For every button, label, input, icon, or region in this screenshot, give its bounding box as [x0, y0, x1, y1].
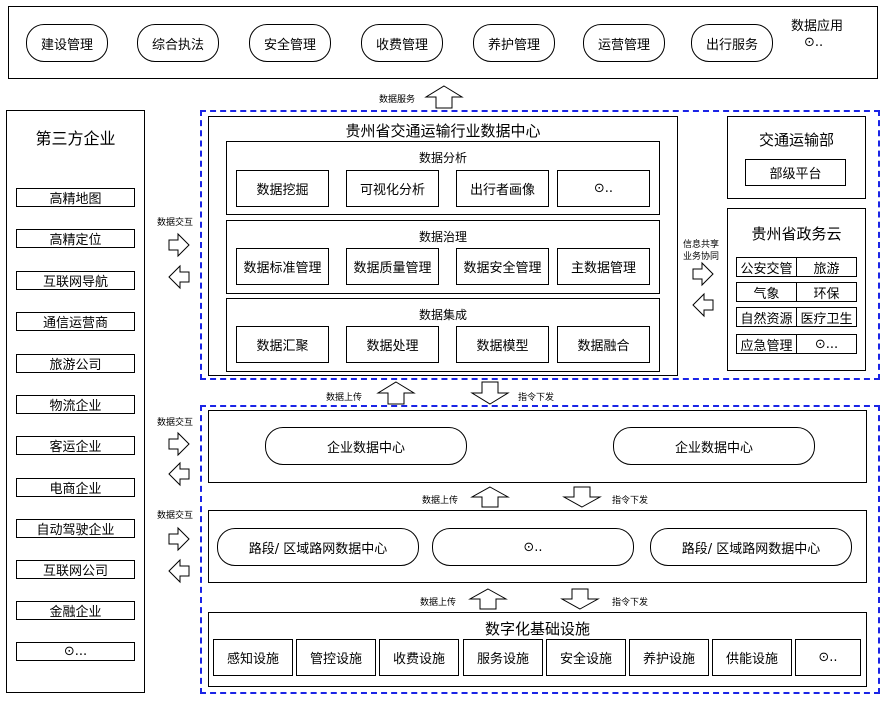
integration-title: 数据集成: [418, 308, 467, 322]
analysis-item-mining[interactable]: 数据挖掘: [236, 170, 329, 207]
command-label-1: 指令下发: [518, 393, 555, 403]
enterprise-data-center-2[interactable]: 企业数据中心: [613, 427, 815, 465]
app-more-ellipsis: ⊙..: [804, 35, 824, 50]
third-party-item-logistics[interactable]: 物流企业: [16, 395, 135, 414]
governance-item-quality[interactable]: 数据质量管理: [346, 248, 439, 285]
governance-item-master-data[interactable]: 主数据管理: [557, 248, 650, 285]
gov-cloud-emergency[interactable]: 应急管理: [736, 334, 797, 354]
app-item-maintenance[interactable]: 养护管理: [473, 24, 555, 62]
data-exchange-label-2: 数据交互: [157, 418, 194, 428]
analysis-item-more[interactable]: ⊙..: [557, 170, 650, 207]
ministry-panel: 交通运输部: [727, 116, 866, 199]
upload-up-arrow-3: [468, 588, 508, 610]
gov-cloud-health[interactable]: 医疗卫生: [796, 307, 857, 327]
exchange-right-arrow-3: [168, 526, 190, 552]
data-application-bar: 建设管理 综合执法 安全管理 收费管理 养护管理 运营管理 出行服务 数据应用 …: [8, 6, 878, 79]
data-service-label: 数据服务: [379, 95, 416, 105]
regional-data-center-2[interactable]: 路段/ 区域路网数据中心: [650, 528, 852, 566]
lower-dashed-region: [200, 405, 880, 694]
infra-item-service[interactable]: 服务设施: [463, 639, 543, 676]
ministry-platform[interactable]: 部级平台: [745, 159, 846, 186]
provincial-dashed-region: [200, 110, 880, 380]
governance-item-standards[interactable]: 数据标准管理: [236, 248, 329, 285]
exchange-left-arrow-3: [168, 558, 190, 584]
gov-cloud-weather[interactable]: 气象: [736, 282, 797, 302]
third-party-item-hd-positioning[interactable]: 高精定位: [16, 229, 135, 248]
command-down-arrow-1: [470, 381, 510, 405]
upload-label-2: 数据上传: [422, 496, 459, 506]
app-item-construction[interactable]: 建设管理: [26, 24, 108, 62]
regional-data-center-1[interactable]: 路段/ 区域路网数据中心: [217, 528, 419, 566]
exchange-right-arrow-2: [168, 431, 190, 457]
exchange-right-arrow-1: [168, 232, 190, 258]
third-party-item-tourism[interactable]: 旅游公司: [16, 354, 135, 373]
infra-item-safety[interactable]: 安全设施: [546, 639, 626, 676]
analysis-item-visualization[interactable]: 可视化分析: [346, 170, 439, 207]
third-party-item-internet-company[interactable]: 互联网公司: [16, 560, 135, 579]
command-down-arrow-3: [560, 588, 600, 610]
command-label-2: 指令下发: [612, 496, 649, 506]
app-item-safety[interactable]: 安全管理: [249, 24, 331, 62]
third-party-item-hd-map[interactable]: 高精地图: [16, 188, 135, 207]
third-party-item-telecom[interactable]: 通信运营商: [16, 312, 135, 331]
app-item-enforcement[interactable]: 综合执法: [137, 24, 219, 62]
gov-cloud-environment[interactable]: 环保: [796, 282, 857, 302]
gov-cloud-tourism[interactable]: 旅游: [796, 257, 857, 277]
integration-item-processing[interactable]: 数据处理: [346, 326, 439, 363]
third-party-title: 第三方企业: [35, 129, 116, 148]
share-left-arrow: [692, 292, 714, 318]
third-party-item-more[interactable]: ⊙...: [16, 642, 135, 661]
provincial-data-center-title: 贵州省交通运输行业数据中心: [345, 122, 541, 140]
upload-up-arrow-1: [376, 381, 416, 405]
third-party-item-passenger[interactable]: 客运企业: [16, 436, 135, 455]
ministry-title: 交通运输部: [758, 131, 834, 149]
data-exchange-label-3: 数据交互: [157, 511, 194, 521]
third-party-item-internet-nav[interactable]: 互联网导航: [16, 271, 135, 290]
command-down-arrow-2: [562, 486, 602, 508]
gov-cloud-more[interactable]: ⊙...: [796, 334, 857, 354]
regional-data-center-more[interactable]: ⊙..: [432, 528, 634, 566]
exchange-left-arrow-2: [168, 461, 190, 487]
app-item-toll[interactable]: 收费管理: [361, 24, 443, 62]
infra-item-more[interactable]: ⊙..: [795, 639, 861, 676]
integration-item-aggregation[interactable]: 数据汇聚: [236, 326, 329, 363]
upload-label-1: 数据上传: [326, 393, 363, 403]
data-exchange-label-1: 数据交互: [157, 218, 194, 228]
exchange-left-arrow-1: [168, 264, 190, 290]
info-share-label: 信息共享: [683, 240, 720, 250]
analysis-title: 数据分析: [418, 151, 467, 165]
upload-up-arrow-2: [470, 486, 510, 508]
app-item-operation[interactable]: 运营管理: [583, 24, 665, 62]
governance-title: 数据治理: [418, 230, 467, 244]
integration-item-model[interactable]: 数据模型: [456, 326, 549, 363]
infra-item-control[interactable]: 管控设施: [296, 639, 376, 676]
infra-item-toll[interactable]: 收费设施: [379, 639, 459, 676]
governance-item-security[interactable]: 数据安全管理: [456, 248, 549, 285]
analysis-item-traveler-portrait[interactable]: 出行者画像: [456, 170, 549, 207]
enterprise-data-center-1[interactable]: 企业数据中心: [265, 427, 467, 465]
command-label-3: 指令下发: [612, 598, 649, 608]
third-party-item-ecommerce[interactable]: 电商企业: [16, 478, 135, 497]
data-application-title: 数据应用: [791, 19, 844, 34]
infra-item-energy[interactable]: 供能设施: [712, 639, 792, 676]
infra-item-sensing[interactable]: 感知设施: [213, 639, 293, 676]
third-party-item-finance[interactable]: 金融企业: [16, 601, 135, 620]
share-right-arrow: [692, 261, 714, 287]
integration-item-fusion[interactable]: 数据融合: [557, 326, 650, 363]
infrastructure-title: 数字化基础设施: [484, 620, 590, 638]
upload-label-3: 数据上传: [420, 598, 457, 608]
gov-cloud-title: 贵州省政务云: [751, 225, 842, 243]
data-service-up-arrow: [424, 85, 464, 109]
business-collab-label: 业务协同: [683, 252, 720, 262]
third-party-item-autonomous[interactable]: 自动驾驶企业: [16, 519, 135, 538]
app-item-travel[interactable]: 出行服务: [691, 24, 773, 62]
gov-cloud-natural-resources[interactable]: 自然资源: [736, 307, 797, 327]
infra-item-maintenance[interactable]: 养护设施: [629, 639, 709, 676]
gov-cloud-police[interactable]: 公安交管: [736, 257, 797, 277]
